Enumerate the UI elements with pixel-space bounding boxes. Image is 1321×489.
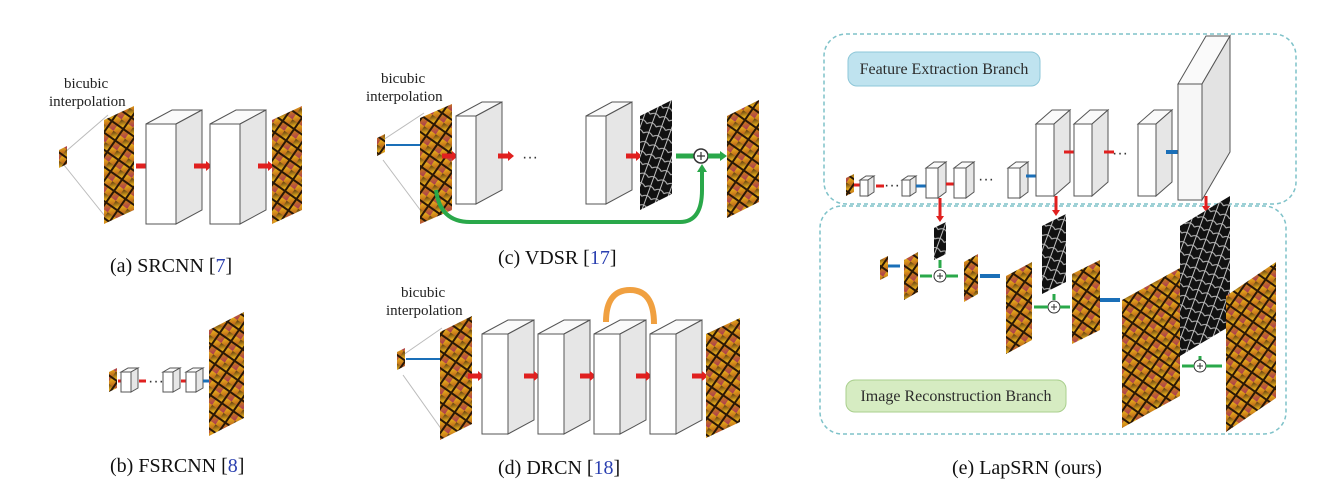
skip-connection-c [434,170,704,224]
bicubic-label-a: bicubic [64,76,108,92]
interpolation-label-a: interpolation [49,94,126,110]
hr-output-image-e1 [964,254,978,302]
hr-output-image-e2 [1072,260,1100,344]
bicubic-label-c: bicubic [381,71,425,87]
residual-map-e1 [934,222,946,260]
feature-branch-label-box [847,51,1041,87]
recursive-loop-d [603,286,657,325]
lr-input-image-b [109,368,117,392]
conv-block-a2 [209,109,267,225]
feat-conv-e6 [1034,108,1072,198]
caption-d: (d) DRCN [18] [498,457,620,479]
small-conv-b1 [119,367,140,393]
upsampled-image-e3 [1122,268,1180,428]
hr-output-image-b [209,312,244,436]
conv-block-c2 [585,101,633,205]
ellipsis-e2: ··· [978,171,994,188]
feat-conv-e8 [1136,108,1174,198]
bicubic-image-d [440,316,472,440]
caption-c: (c) VDSR [17] [498,247,617,269]
conv-block-a1 [145,109,203,225]
upsampled-image-e1 [904,252,918,300]
residual-map-e2 [1042,214,1066,294]
interpolation-label-c: interpolation [366,89,443,105]
bicubic-image-c [420,104,452,224]
conv-block-d4 [649,319,703,435]
feat-conv-e1 [858,175,876,197]
feat-conv-e2 [900,175,918,197]
lr-input-image-e [880,256,888,280]
feat-conv-e5 [1006,161,1030,199]
hr-output-image-e3 [1226,262,1276,432]
feat-conv-e3 [924,161,948,199]
conv-block-d3-recursive [593,319,647,435]
caption-a: (a) SRCNN [7] [110,255,232,277]
feat-conv-e4 [952,161,976,199]
panel-e-lapsrn: Feature Extraction Branch Image Reconstr… [819,33,1297,479]
residual-map-c [640,100,672,210]
interpolation-label-d: interpolation [386,303,463,319]
panel-a-srcnn: bicubic interpolation (a) SRCNN [7] [49,76,302,277]
upsampled-image-e2 [1006,262,1032,354]
lr-input-image-d [397,348,405,370]
panel-d-drcn: bicubic interpolation [386,285,740,479]
lr-input-image-c [377,134,385,156]
small-conv-b3 [184,367,205,393]
hr-output-image-d [706,318,740,438]
conv-block-c1 [455,101,503,205]
bicubic-image-a [104,106,134,224]
caption-e: (e) LapSRN (ours) [952,457,1102,479]
hr-output-image-c [727,100,759,218]
reconstruction-branch-label-box [845,379,1067,413]
ellipsis-c: ··· [522,149,538,166]
feature-branch-label: Feature Extraction Branch [860,61,1029,78]
bicubic-label-d: bicubic [401,285,445,301]
lr-input-image-a [59,146,67,168]
lr-input-image-e-top [846,174,854,196]
hr-output-image-a [272,106,302,224]
conv-block-d1 [481,319,535,435]
panel-c-vdsr: bicubic interpolation ··· (c) VDSR [17] [366,71,759,269]
feat-conv-e9-large [1177,34,1231,202]
ellipsis-b: ··· [148,373,164,390]
feat-conv-e7 [1072,108,1110,198]
ellipsis-e3: ··· [1112,145,1128,162]
feature-extraction-box [823,33,1297,205]
caption-b: (b) FSRCNN [8] [110,455,244,477]
panel-b-fsrcnn: ··· (b) FSRCNN [8] [109,312,244,477]
conv-block-d2 [537,319,591,435]
ellipsis-e1: ··· [884,177,900,194]
reconstruction-branch-label: Image Reconstruction Branch [860,388,1051,405]
residual-map-e3 [1180,196,1230,356]
image-reconstruction-box [819,205,1287,435]
small-conv-b2 [161,367,182,393]
